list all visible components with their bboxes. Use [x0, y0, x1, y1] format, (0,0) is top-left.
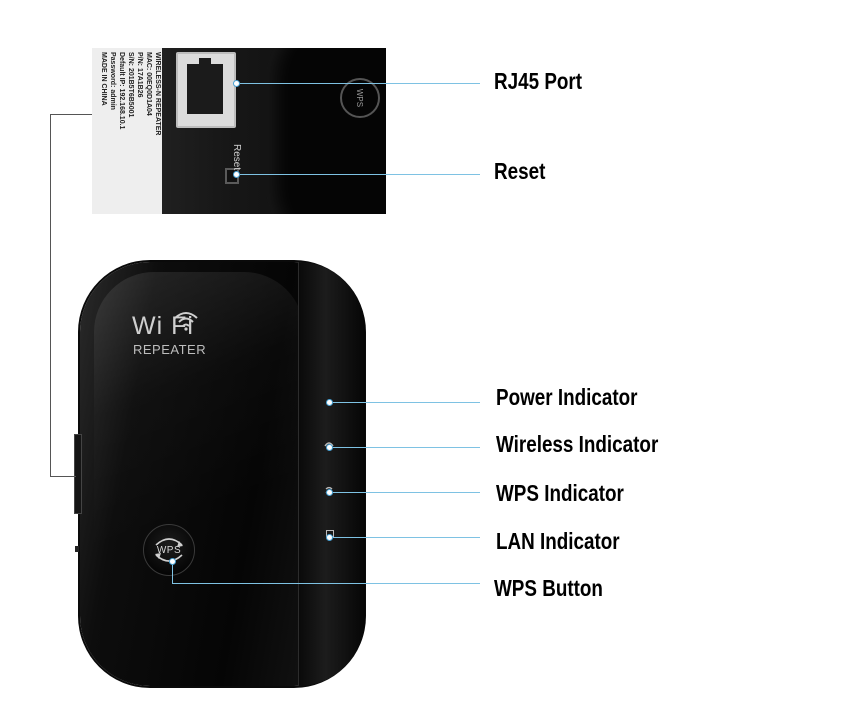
callout-dot-power	[326, 399, 333, 406]
wifi-arcs-icon	[174, 312, 198, 331]
callout-dot-wps-button	[169, 558, 176, 565]
side-switch	[74, 434, 82, 514]
callout-dot-lan	[326, 534, 333, 541]
repeater-device: Wi Fi REPEATER WPS	[80, 262, 365, 686]
wps-button[interactable]: WPS	[143, 524, 195, 576]
label-lan-indicator: LAN Indicator	[496, 528, 620, 554]
callout-line-wps-indicator	[330, 492, 480, 493]
inset-wps-button: WPS	[340, 78, 380, 118]
label-rj45-port: RJ45 Port	[494, 68, 583, 94]
bracket-top	[50, 114, 92, 115]
face-highlight	[94, 272, 304, 672]
side-hole	[75, 546, 79, 552]
callout-line-lan	[330, 537, 480, 538]
wps-arrows-icon	[155, 538, 183, 562]
callout-dot-wireless	[326, 444, 333, 451]
callout-line-rj45	[236, 83, 480, 84]
reset-imprint: Reset	[231, 144, 242, 171]
wifi-logo-text: Wi Fi	[132, 312, 194, 340]
callout-line-wps-button-vert	[172, 561, 173, 583]
device-edge-shading	[266, 48, 386, 214]
label-power-indicator: Power Indicator	[496, 384, 638, 410]
product-sticker: WIRELESS-N REPEATER MAC: 00EQ0D1A04 P/N:…	[92, 48, 162, 214]
callout-dot-wps-indicator	[326, 489, 333, 496]
wps-button-label: WPS	[156, 544, 182, 556]
callout-dot-reset	[233, 171, 240, 178]
label-reset: Reset	[494, 158, 546, 184]
callout-dot-rj45	[233, 80, 240, 87]
callout-line-wps-button	[172, 583, 480, 584]
label-wireless-indicator: Wireless Indicator	[496, 431, 659, 457]
sticker-text: WIRELESS-N REPEATER MAC: 00EQ0D1A04 P/N:…	[100, 52, 161, 136]
bracket-vertical	[50, 114, 51, 476]
label-wps-indicator: WPS Indicator	[496, 480, 624, 506]
label-wps-button: WPS Button	[494, 575, 603, 601]
callout-line-power	[330, 402, 480, 403]
callout-line-reset	[236, 174, 480, 175]
rj45-port	[176, 52, 236, 128]
repeater-logo-text: REPEATER	[133, 342, 207, 357]
callout-line-wireless	[330, 447, 480, 448]
port-inset-photo: WIRELESS-N REPEATER MAC: 00EQ0D1A04 P/N:…	[92, 48, 386, 214]
device-side-panel	[298, 262, 365, 686]
bracket-bottom	[50, 476, 76, 477]
